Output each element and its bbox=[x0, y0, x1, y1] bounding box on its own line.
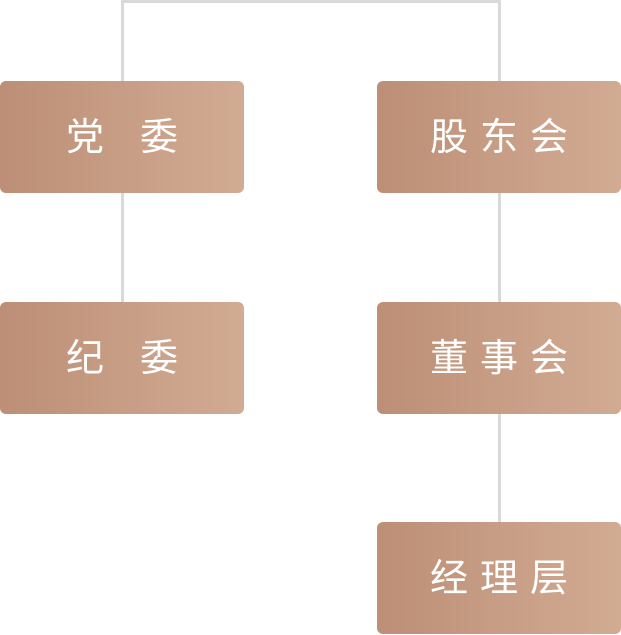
connector-top-right-vertical bbox=[498, 0, 501, 82]
node-label: 股东会 bbox=[429, 115, 580, 159]
connector-shareholders-to-board bbox=[498, 193, 501, 303]
connector-top-horizontal bbox=[121, 0, 501, 3]
node-discipline-committee: 纪 委 bbox=[0, 302, 244, 414]
node-board-of-directors: 董事会 bbox=[377, 302, 621, 414]
node-label: 纪 委 bbox=[65, 336, 191, 380]
node-label: 经理层 bbox=[429, 556, 580, 600]
connector-board-to-management bbox=[498, 413, 501, 523]
node-shareholders-meeting: 股东会 bbox=[377, 81, 621, 193]
connector-party-to-discipline bbox=[121, 193, 124, 303]
node-label: 党 委 bbox=[65, 115, 191, 159]
connector-top-left-vertical bbox=[121, 0, 124, 82]
node-management: 经理层 bbox=[377, 522, 621, 634]
node-label: 董事会 bbox=[429, 336, 580, 380]
node-party-committee: 党 委 bbox=[0, 81, 244, 193]
